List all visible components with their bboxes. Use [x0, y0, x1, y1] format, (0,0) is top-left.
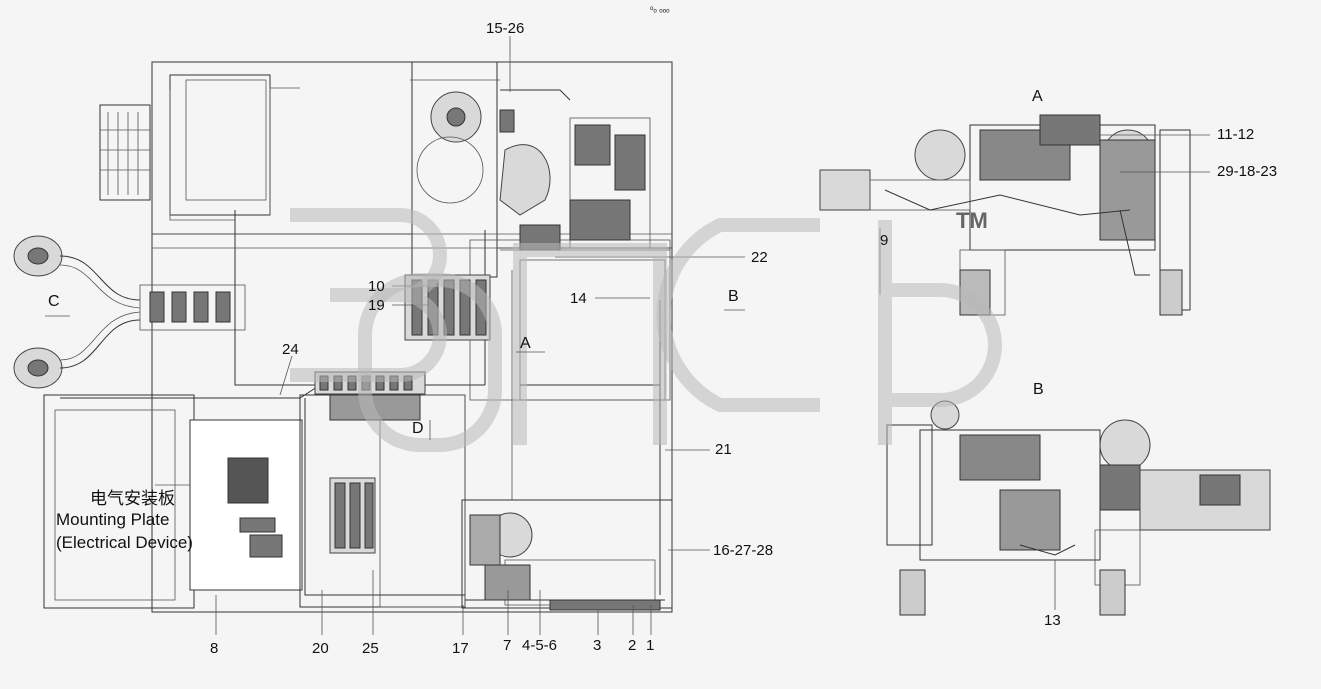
- callout-2: 2: [628, 637, 636, 654]
- view-a-arrow-label: A: [520, 335, 531, 352]
- callout-7: 7: [503, 637, 511, 654]
- callout-19: 19: [368, 297, 385, 314]
- callout-11-12: 11-12: [1217, 126, 1254, 143]
- view-b-arrow-label: B: [728, 288, 739, 305]
- callout-25: 25: [362, 640, 379, 657]
- callout-17: 17: [452, 640, 469, 657]
- callout-21: 21: [715, 441, 732, 458]
- mounting-plate-en: Mounting Plate: [56, 510, 169, 529]
- callout-20: 20: [312, 640, 329, 657]
- callouts: 15-26 11-12 29-18-23 9 22 10 19 14 24 21…: [210, 20, 1277, 657]
- view-c-label: C: [48, 293, 60, 310]
- callout-1: 1: [646, 637, 654, 654]
- callout-13: 13: [1044, 612, 1061, 629]
- view-a-label: A: [1032, 88, 1043, 105]
- callout-15-26: 15-26: [486, 20, 524, 37]
- watermark-shapes: [290, 208, 1002, 452]
- callout-9: 9: [880, 232, 888, 249]
- pump: [469, 512, 533, 601]
- mounting-plate-label: 电气安装板 Mounting Plate (Electrical Device): [56, 484, 193, 552]
- view-d-label: D: [412, 420, 424, 437]
- engine-view-a: [819, 114, 1191, 316]
- mounting-plate-device: [227, 457, 376, 558]
- main-frame: [43, 61, 673, 613]
- callout-29-18-23: 29-18-23: [1217, 163, 1277, 180]
- view-labels: A B C D A B: [45, 88, 1044, 440]
- callout-22: 22: [751, 249, 768, 266]
- callout-24: 24: [282, 341, 299, 358]
- corner-mark: ᵒₒ ₒₒₒ: [650, 4, 670, 14]
- callout-8: 8: [210, 640, 218, 657]
- engine-view-b: [886, 400, 1271, 616]
- callout-16-27-28: 16-27-28: [713, 542, 773, 559]
- wheels-left: [13, 235, 246, 389]
- radiator: [99, 104, 151, 201]
- callout-14: 14: [570, 290, 587, 307]
- callout-4-5-6: 4-5-6: [522, 637, 557, 654]
- watermark-tm: TM: [956, 208, 988, 233]
- mounting-plate-cn: 电气安装板: [90, 489, 175, 508]
- fan-assembly: [416, 91, 551, 216]
- view-b-label: B: [1033, 381, 1044, 398]
- mounting-plate-device: (Electrical Device): [56, 533, 193, 552]
- callout-3: 3: [593, 637, 601, 654]
- callout-10: 10: [368, 278, 385, 295]
